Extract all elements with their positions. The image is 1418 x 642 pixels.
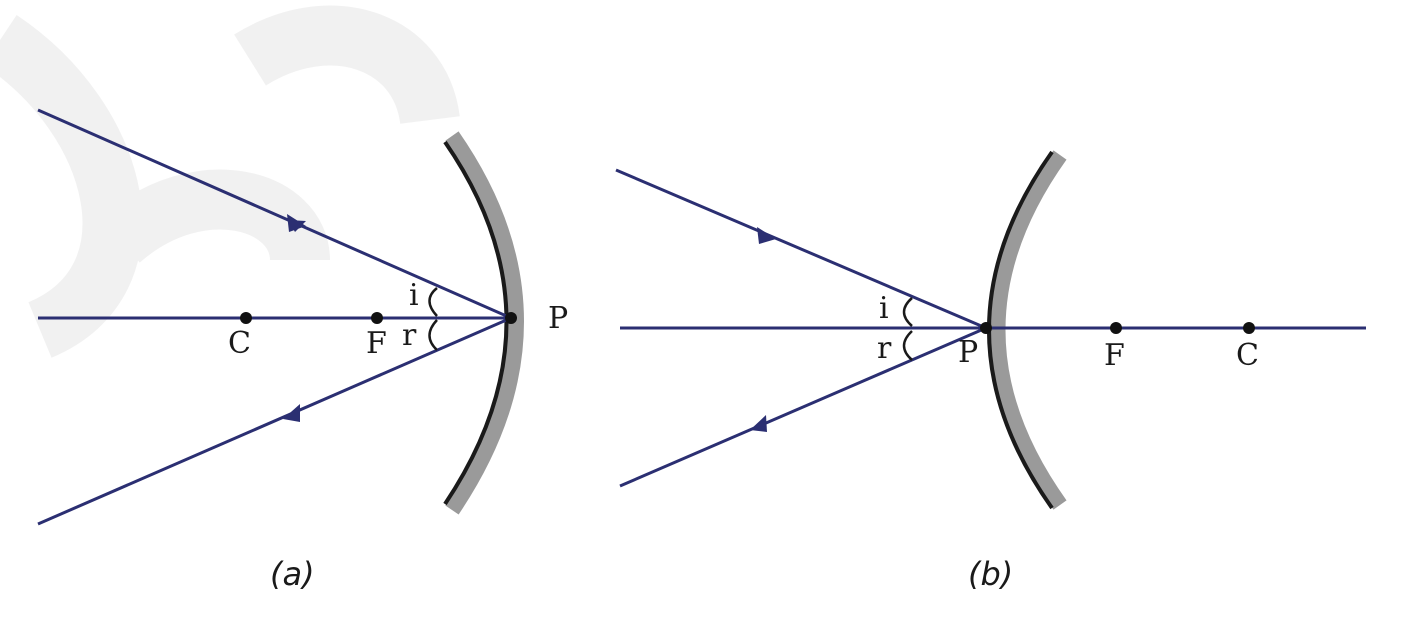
angle-r-arc-b — [902, 330, 913, 361]
diagram-b: P F C i r (b) — [615, 150, 1366, 593]
label-c-b: C — [1236, 338, 1259, 373]
caption-b: (b) — [968, 555, 1013, 593]
point-c-b — [1243, 322, 1255, 334]
reflected-ray-b — [619, 326, 987, 488]
label-p-b: P — [958, 335, 978, 370]
angle-i-arc-b — [902, 297, 913, 327]
label-f-b: F — [1104, 338, 1125, 373]
reflected-arrowhead-a — [283, 404, 300, 422]
watermark — [0, 5, 460, 358]
incident-ray-b — [615, 168, 987, 330]
label-i-b: i — [879, 291, 889, 326]
incident-arrowhead-a — [287, 214, 306, 232]
label-r-b: r — [877, 331, 892, 366]
label-f-a: F — [366, 326, 387, 361]
label-p-a: P — [548, 301, 568, 336]
label-i-a: i — [409, 278, 419, 313]
incident-arrowhead-b — [757, 227, 776, 244]
point-p-a — [505, 312, 517, 324]
point-f-b — [1110, 322, 1122, 334]
point-c-a — [240, 312, 252, 324]
angle-i-arc-a — [428, 287, 438, 317]
incident-ray-a — [37, 108, 512, 320]
diagram-a: C F P i r (a) — [37, 108, 568, 593]
angle-r-arc-a — [428, 319, 438, 351]
point-p-b — [980, 322, 992, 334]
point-f-a — [371, 312, 383, 324]
reflected-ray-a — [37, 316, 512, 526]
label-r-a: r — [402, 318, 417, 353]
caption-a: (a) — [270, 555, 315, 593]
label-c-a: C — [228, 326, 251, 361]
convex-mirror-back — [989, 150, 1067, 510]
reflected-arrowhead-b — [750, 415, 767, 432]
